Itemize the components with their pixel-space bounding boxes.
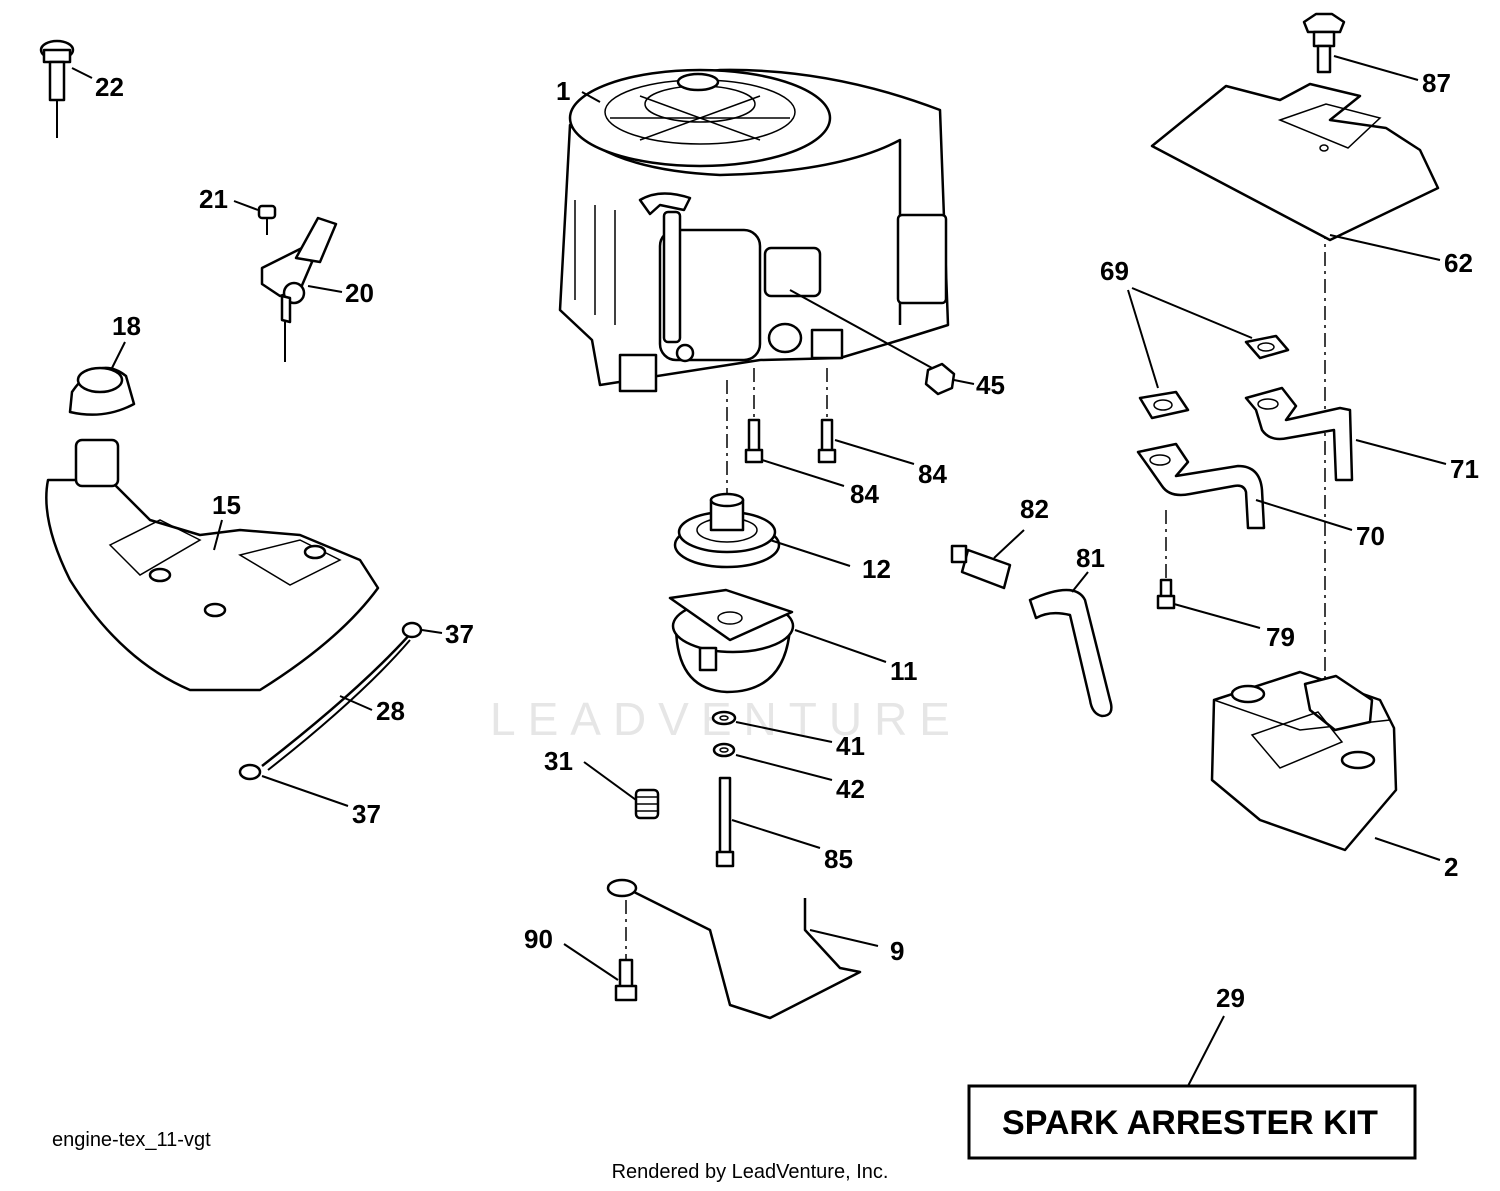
callout-37-lower[interactable]: 37 bbox=[352, 799, 381, 829]
callout-87[interactable]: 87 bbox=[1422, 68, 1451, 98]
part-gasket-upper[interactable] bbox=[1244, 334, 1290, 360]
part-knob[interactable] bbox=[1302, 12, 1346, 74]
footer-credit: Rendered by LeadVenture, Inc. bbox=[612, 1161, 889, 1183]
part-pulley[interactable] bbox=[673, 492, 781, 569]
part-bolt-84-left[interactable] bbox=[744, 418, 764, 464]
callout-20[interactable]: 20 bbox=[345, 278, 374, 308]
callout-69[interactable]: 69 bbox=[1100, 256, 1129, 286]
callout-11[interactable]: 11 bbox=[890, 656, 918, 686]
part-muffler[interactable] bbox=[1210, 670, 1398, 852]
callout-1[interactable]: 1 bbox=[556, 76, 570, 106]
callout-15[interactable]: 15 bbox=[212, 490, 241, 520]
callout-2[interactable]: 2 bbox=[1444, 852, 1458, 882]
part-exhaust-pipe-upper[interactable] bbox=[1244, 386, 1354, 482]
part-breather-hose[interactable] bbox=[1028, 588, 1113, 718]
part-heat-shield[interactable] bbox=[1150, 82, 1440, 242]
part-spring[interactable] bbox=[634, 788, 660, 820]
part-hose-clamp-upper[interactable] bbox=[401, 621, 423, 639]
part-washer-41[interactable] bbox=[711, 710, 737, 726]
part-throttle-bracket[interactable] bbox=[260, 216, 338, 362]
callout-41[interactable]: 41 bbox=[836, 731, 865, 761]
part-bolt-79[interactable] bbox=[1156, 578, 1176, 610]
callout-21[interactable]: 21 bbox=[199, 184, 228, 214]
callout-84-left[interactable]: 84 bbox=[850, 479, 879, 509]
callout-9[interactable]: 9 bbox=[890, 936, 904, 966]
part-bolt-84-right[interactable] bbox=[817, 418, 837, 464]
callout-85[interactable]: 85 bbox=[824, 844, 853, 874]
part-bolt-21[interactable] bbox=[257, 204, 277, 235]
callout-90[interactable]: 90 bbox=[524, 924, 553, 954]
part-rod[interactable] bbox=[606, 878, 862, 1020]
part-hose-clamp-lower[interactable] bbox=[238, 763, 262, 781]
diagram-code: engine-tex_11-vgt bbox=[52, 1129, 211, 1151]
callout-84-right[interactable]: 84 bbox=[918, 459, 947, 489]
part-fuel-cap[interactable] bbox=[68, 366, 136, 416]
part-nut[interactable] bbox=[924, 362, 956, 396]
part-gasket-lower[interactable] bbox=[1138, 390, 1190, 420]
callout-28[interactable]: 28 bbox=[376, 696, 405, 726]
callout-70[interactable]: 70 bbox=[1356, 521, 1385, 551]
part-breather[interactable] bbox=[950, 544, 1012, 590]
callout-22[interactable]: 22 bbox=[95, 72, 124, 102]
part-washer-42[interactable] bbox=[712, 742, 736, 758]
part-pto-clutch[interactable] bbox=[668, 588, 795, 694]
callout-79[interactable]: 79 bbox=[1266, 622, 1295, 652]
callout-31[interactable]: 31 bbox=[544, 746, 573, 776]
callout-12[interactable]: 12 bbox=[862, 554, 891, 584]
callout-82[interactable]: 82 bbox=[1020, 494, 1049, 524]
part-bolt-90[interactable] bbox=[614, 958, 638, 1002]
callout-81[interactable]: 81 bbox=[1076, 543, 1105, 573]
part-fuel-tank[interactable] bbox=[45, 438, 380, 692]
callout-45[interactable]: 45 bbox=[976, 370, 1005, 400]
callout-37-upper[interactable]: 37 bbox=[445, 619, 474, 649]
spark-arrester-kit-label: SPARK ARRESTER KIT bbox=[1002, 1104, 1378, 1142]
callout-62[interactable]: 62 bbox=[1444, 248, 1473, 278]
part-dipstick[interactable] bbox=[39, 39, 75, 138]
callout-42[interactable]: 42 bbox=[836, 774, 865, 804]
callout-29[interactable]: 29 bbox=[1216, 983, 1245, 1013]
callout-71[interactable]: 71 bbox=[1450, 454, 1479, 484]
part-engine[interactable] bbox=[558, 68, 950, 393]
part-exhaust-pipe-lower[interactable] bbox=[1136, 442, 1266, 530]
part-bolt-85[interactable] bbox=[715, 776, 735, 868]
spark-arrester-kit-box[interactable]: SPARK ARRESTER KIT bbox=[967, 1084, 1417, 1160]
callout-18[interactable]: 18 bbox=[112, 311, 141, 341]
